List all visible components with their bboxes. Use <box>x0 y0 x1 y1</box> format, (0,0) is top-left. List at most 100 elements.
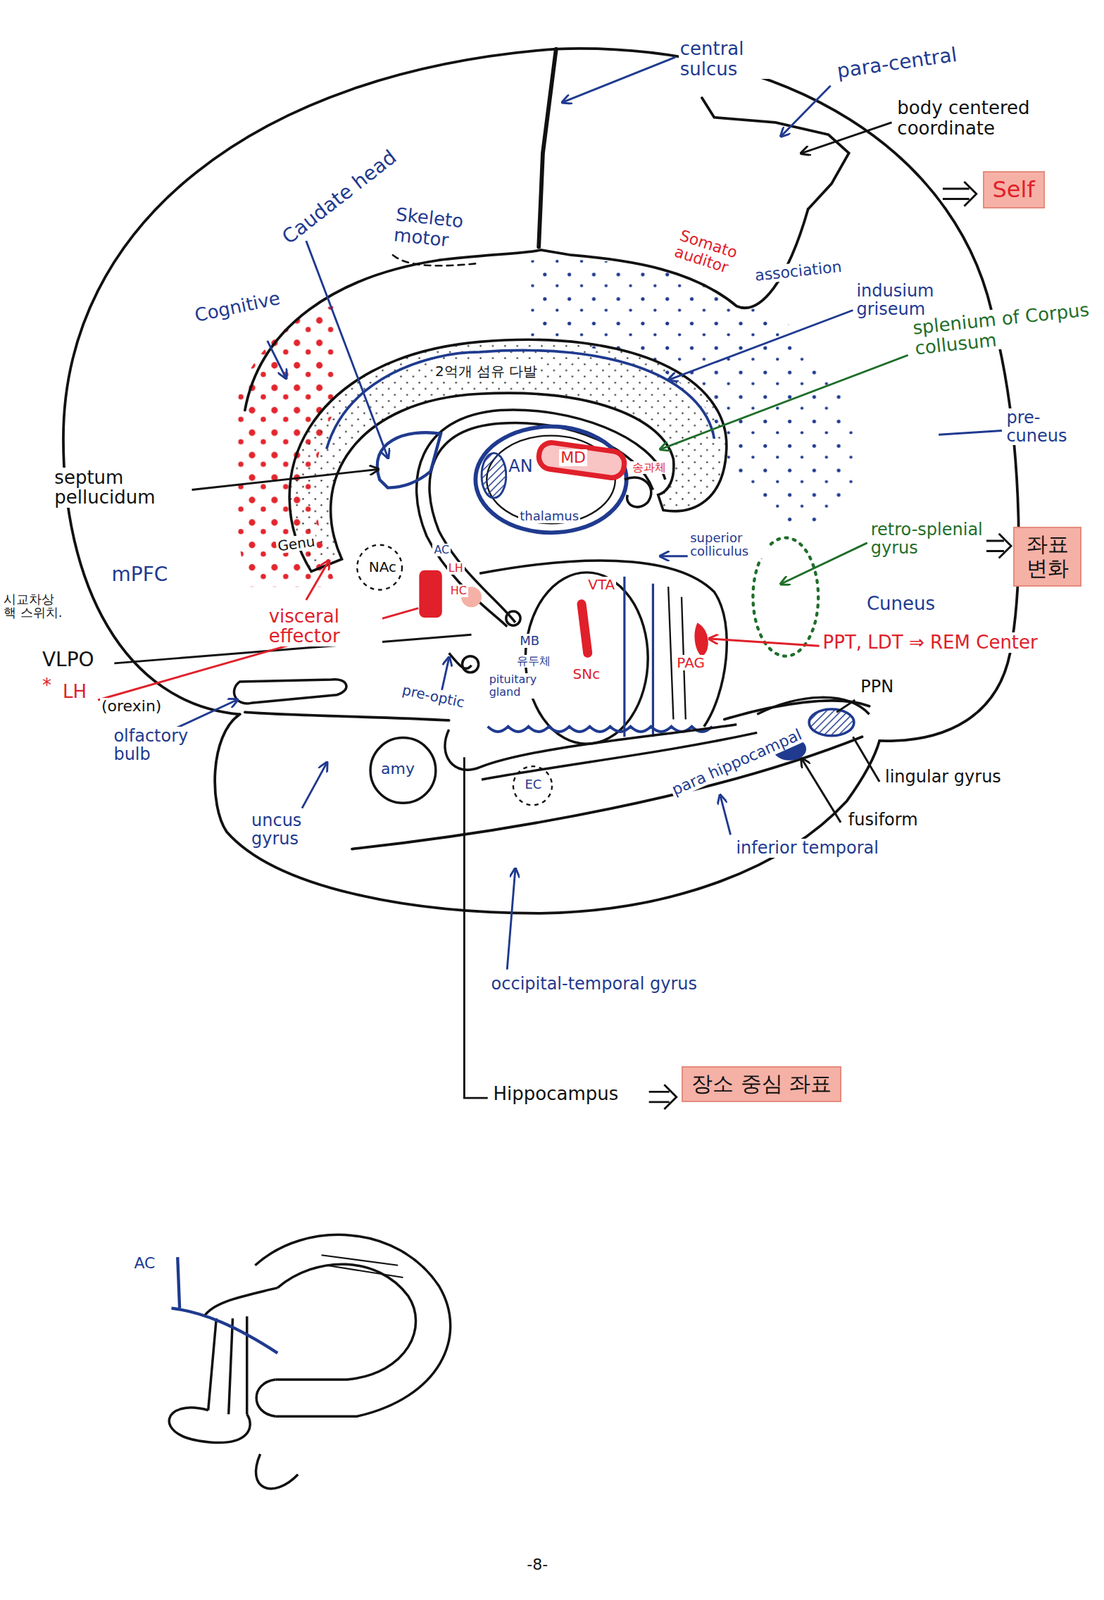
leader-lines <box>302 763 327 809</box>
implies-arrows <box>942 181 977 207</box>
region-label: VTA <box>586 576 617 593</box>
leader-lines <box>306 561 329 600</box>
deep-structures <box>506 611 521 626</box>
region-label: VLPO <box>40 649 96 671</box>
region-label: LH <box>447 561 465 575</box>
region-label: uncus gyrus <box>249 811 324 849</box>
deep-structures <box>233 349 869 805</box>
region-label: inferior temporal <box>734 838 881 857</box>
region-label: * <box>40 675 53 696</box>
region-label: AC <box>432 543 451 557</box>
deep-structures <box>624 477 652 507</box>
deep-structures <box>487 726 713 732</box>
deep-structures <box>444 724 737 770</box>
leader-lines <box>661 354 909 449</box>
region-label: fusiform <box>847 810 920 829</box>
region-label: para-central <box>834 44 960 84</box>
fornix-sketch <box>256 1379 276 1416</box>
region-label: Skeleto motor <box>391 204 491 255</box>
leader-lines <box>801 759 841 823</box>
region-label: central sulcus <box>678 38 794 79</box>
region-label: MB <box>518 633 541 648</box>
deep-structures <box>479 560 727 727</box>
region-label: 유두체 <box>515 654 552 668</box>
highlight-box: 좌표 변화 <box>1013 526 1082 587</box>
leader-lines <box>669 309 854 380</box>
leader-lines <box>192 469 379 491</box>
deep-structures <box>513 766 552 805</box>
deep-structures <box>668 586 686 719</box>
region-label: SNc <box>571 666 602 682</box>
region-label: 시교차상핵 스위치. <box>2 592 65 621</box>
deep-structures <box>581 604 588 654</box>
deep-structures <box>326 349 715 449</box>
box-text: Self <box>992 176 1035 203</box>
region-label: EC <box>523 777 543 792</box>
region-label: occipital-temporal gyrus <box>490 974 699 993</box>
region-label: AC <box>132 1254 157 1272</box>
fornix-sketch <box>168 1234 450 1489</box>
brain-outline <box>214 713 880 914</box>
region-label: PAG <box>675 654 707 671</box>
leader-lines <box>836 699 855 712</box>
leader-lines <box>97 57 1002 1098</box>
brain-outline <box>538 49 557 248</box>
dot-regions <box>233 259 860 587</box>
region-label: septum pellucidum <box>52 467 188 508</box>
implies-arrows <box>649 1084 677 1109</box>
box-text: 좌표 변화 <box>1023 532 1072 581</box>
leader-lines <box>781 85 831 136</box>
implies-arrows <box>983 533 1012 559</box>
region-label: retro-splenial gyrus <box>869 520 987 558</box>
highlight-box: 장소 중심 좌표 <box>681 1065 842 1102</box>
region-label: Cuneus <box>865 593 937 614</box>
region-label: MD <box>559 449 588 467</box>
region-label: lingular gyrus <box>883 767 1003 786</box>
region-label: 2억개 섬유 다발 <box>433 363 539 379</box>
fornix-sketch <box>177 1256 180 1308</box>
leader-lines <box>801 122 893 153</box>
region-label: PPT, LDT ⇒ REM Center <box>821 632 1040 653</box>
brain-outline <box>245 711 450 721</box>
region-label: amy <box>379 760 417 778</box>
deep-structures <box>537 440 626 479</box>
region-label: pre-cuneus <box>1004 408 1100 446</box>
fornix-sketch <box>168 1407 250 1443</box>
leader-lines <box>661 554 688 557</box>
region-label: HC <box>449 584 469 598</box>
region-label: pre-optic <box>399 681 468 711</box>
deep-structures <box>420 571 441 617</box>
highlight-box: Self <box>982 171 1045 209</box>
fornix-sketch <box>204 1287 278 1317</box>
brain-outline <box>352 736 862 849</box>
leader-lines <box>463 756 488 1098</box>
deep-structures <box>695 624 707 655</box>
region-label: olfactory bulb <box>111 726 202 764</box>
deep-structures <box>429 423 653 623</box>
region-label: NAc <box>367 559 398 575</box>
fornix-sketch <box>275 1263 416 1380</box>
deep-structures <box>377 432 441 488</box>
region-label: AN <box>506 456 534 476</box>
brain-outline <box>701 97 850 210</box>
deep-structures <box>481 452 507 498</box>
box-text: 장소 중심 좌표 <box>691 1071 832 1097</box>
deep-structures <box>233 679 347 704</box>
fornix-sketch <box>254 1234 450 1416</box>
region-label: thalamus <box>518 509 581 524</box>
leader-lines <box>506 869 516 970</box>
brain-outline <box>392 254 480 266</box>
region-label: PPN <box>858 677 895 696</box>
fornix-sketch <box>255 1453 298 1489</box>
region-label: Hippocampus <box>491 1083 620 1104</box>
region-label: LH <box>61 681 89 702</box>
region-label: superior colliculus <box>688 530 769 560</box>
region-label: -8- <box>525 1556 550 1573</box>
region-label: Caudate head <box>277 145 403 250</box>
fornix-sketch <box>171 1308 279 1354</box>
leader-lines <box>852 736 880 782</box>
region-label: mPFC <box>110 563 170 586</box>
leader-lines <box>781 542 868 584</box>
